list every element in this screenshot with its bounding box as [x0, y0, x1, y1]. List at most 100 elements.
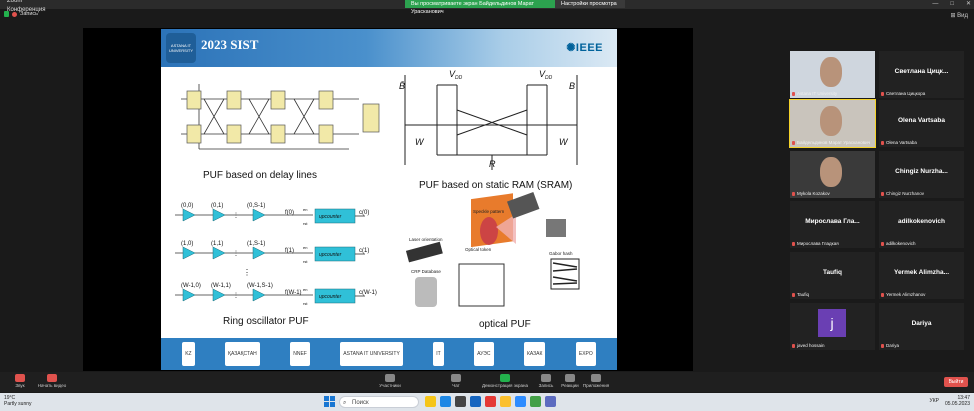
reactions-label: Реакции — [561, 383, 579, 388]
participant-name-text: Байдельдинов Марат Урасканович — [797, 140, 870, 145]
ro-label-f: f(0) — [285, 210, 294, 216]
sram-r: R — [489, 159, 496, 169]
participant-video — [820, 157, 842, 187]
language-indicator[interactable]: УКР — [929, 398, 939, 404]
recording-indicator[interactable]: Запись — [12, 11, 38, 17]
system-tray: УКР 13:47 05.05.2023 — [930, 395, 970, 407]
inverter-icon — [182, 288, 196, 302]
zoom-taskbar-icon[interactable] — [515, 396, 526, 407]
mute-button[interactable]: Звук — [0, 374, 40, 388]
record-button[interactable]: Запись — [526, 374, 566, 388]
ro-label-c: (1,S-1) — [247, 241, 265, 247]
muted-mic-icon — [792, 140, 795, 145]
footer-logo: IT — [433, 342, 444, 366]
sram-vdd-right: V — [539, 69, 546, 79]
weather-widget[interactable]: 19°C Partly sunny — [4, 395, 32, 407]
participant-name: adilkokenovich — [881, 241, 916, 246]
share-icon — [500, 374, 510, 382]
window-controls: — □ ✕ — [932, 0, 971, 9]
maximize-button[interactable]: □ — [950, 1, 954, 7]
sram-b-bar: B̄ — [399, 81, 405, 91]
participant-tile[interactable]: Astana IT University — [790, 51, 875, 98]
participants-label: Участники — [379, 383, 401, 388]
caption-sram: PUF based on static RAM (SRAM) — [419, 180, 573, 191]
start-video-button[interactable]: Начать видео — [32, 374, 72, 388]
view-button[interactable]: ⊞ Вид — [950, 12, 968, 19]
sram-puf-diagram: V DD V DD B̄ B W W R — [399, 69, 578, 170]
file-explorer-icon[interactable] — [425, 396, 436, 407]
participant-name-text: Dariya — [886, 343, 900, 348]
muted-mic-icon — [881, 292, 884, 297]
participant-name: Светлана Цицкора — [881, 91, 925, 96]
mic-icon — [15, 374, 25, 382]
ro-vertical-dots: ⋮ — [243, 268, 251, 277]
footer-logo: NNEF — [290, 342, 310, 366]
participant-tile[interactable]: Мирослава Гла...Мирослава Гладкая — [790, 201, 875, 248]
share-screen-button[interactable]: Демонстрация экрана — [478, 374, 532, 388]
participants-button[interactable]: Участники — [370, 374, 410, 388]
muted-mic-icon — [792, 191, 795, 196]
participant-name: Yermek Alimzhanov — [881, 292, 925, 297]
edge-icon[interactable] — [440, 396, 451, 407]
caption-delay-lines: PUF based on delay lines — [203, 170, 317, 181]
participant-tile[interactable]: Chingiz Nurzha...Chingiz Nurzhanov — [879, 151, 964, 198]
windows-taskbar: 19°C Partly sunny ⌕Поиск УКР 13:47 05.05… — [0, 393, 974, 411]
chat-label: Чат — [452, 383, 460, 388]
participant-display-name: Dariya — [911, 320, 932, 327]
leave-button[interactable]: Выйти — [944, 377, 968, 387]
view-options-button[interactable]: Настройки просмотра — [555, 0, 625, 8]
astana-it-logo: ASTANA IT UNIVERSITY — [166, 33, 196, 63]
rst-label: rst — [303, 221, 308, 226]
app-green-icon[interactable] — [530, 396, 541, 407]
reactions-button[interactable]: Реакции — [550, 374, 590, 388]
chrome-icon[interactable] — [500, 396, 511, 407]
muted-mic-icon — [881, 91, 884, 96]
participant-name: Chingiz Nurzhanov — [881, 191, 924, 196]
participant-name: javed hossain — [792, 343, 825, 348]
share-message: Вы просматриваете экран Байдельдинов Мар… — [405, 0, 555, 15]
taskbar-search[interactable]: ⌕Поиск — [339, 396, 419, 408]
delay-line-puf-diagram — [181, 84, 380, 150]
apps-button[interactable]: Приложения — [576, 374, 616, 388]
close-button[interactable]: ✕ — [965, 1, 971, 7]
chat-button[interactable]: Чат — [436, 374, 476, 388]
participant-tile[interactable]: Светлана Цицк...Светлана Цицкора — [879, 51, 964, 98]
rst-label: rst — [303, 259, 308, 264]
store-icon[interactable] — [455, 396, 466, 407]
muted-mic-icon — [881, 140, 884, 145]
record-icon — [541, 374, 551, 382]
participant-name-text: javed hossain — [797, 343, 825, 348]
footer-logo: EXPO — [575, 342, 596, 366]
participant-name: Мирослава Гладкая — [792, 241, 839, 246]
minimize-button[interactable]: — — [932, 1, 939, 7]
clock[interactable]: 13:47 05.05.2023 — [945, 395, 970, 407]
muted-mic-icon — [881, 241, 884, 246]
participant-tile[interactable]: Байдельдинов Марат Урасканович — [789, 99, 876, 148]
app-red-icon[interactable] — [485, 396, 496, 407]
recording-label: Запись — [20, 11, 39, 17]
ro-dots: ⋮ — [233, 213, 239, 219]
reactions-icon — [565, 374, 575, 382]
start-button[interactable] — [324, 396, 335, 407]
participant-tile[interactable]: Yermek Alimzha...Yermek Alimzhanov — [879, 252, 964, 299]
shared-screen: ASTANA IT UNIVERSITY 2023 SIST ✺IEEE PUF… — [83, 28, 693, 371]
ro-label-a: (0,0) — [181, 203, 193, 209]
rst-label: rst — [303, 301, 308, 306]
ro-label-out: c(0) — [359, 210, 369, 216]
participant-tile[interactable]: Mykola Kozakov — [790, 151, 875, 198]
app-blue-icon[interactable] — [545, 396, 556, 407]
muted-mic-icon — [792, 292, 795, 297]
participant-video — [820, 57, 842, 87]
inverter-icon — [212, 208, 226, 222]
mail-icon[interactable] — [470, 396, 481, 407]
ring-oscillator-diagram: (0,0)(0,1)(0,S-1)⋮f(0)upcounterenrstc(0)… — [175, 203, 377, 306]
mute-label: Звук — [15, 383, 25, 388]
inverter-icon — [252, 288, 266, 302]
security-shield-icon[interactable] — [4, 11, 9, 17]
ro-dots: ⋮ — [233, 293, 239, 299]
